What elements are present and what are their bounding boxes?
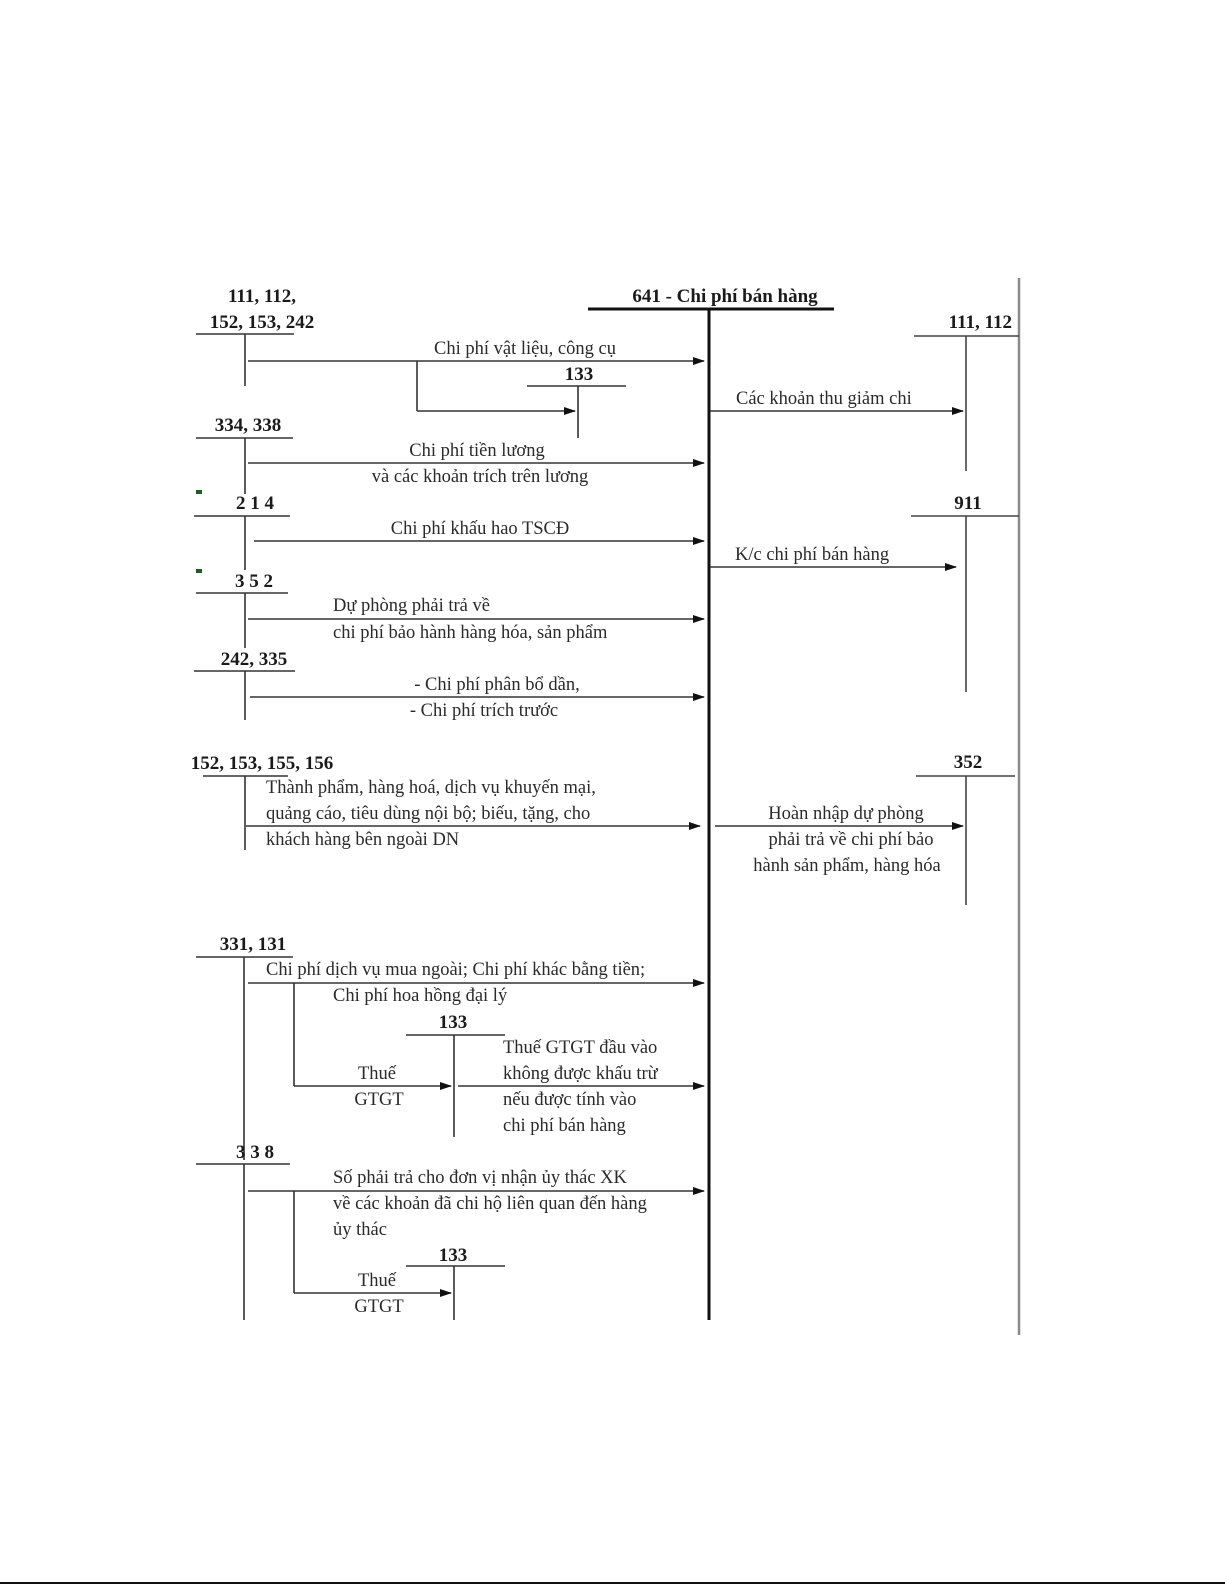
flow-label-vat-lieu: Chi phí vật liệu, công cụ [434, 339, 616, 359]
account-label-214: 2 1 4 [236, 493, 274, 514]
account-label-334-338: 334, 338 [214, 415, 282, 436]
flow-label-phan-bo-2: - Chi phí trích trước [409, 701, 559, 721]
flow-label-gtgt-4: chi phí bán hàng [503, 1116, 626, 1136]
flow-label-du-phong-2: chi phí bảo hành hàng hóa, sản phẩm [333, 623, 608, 643]
account-label-111-112: 111, 112, [227, 286, 297, 307]
account-label-152-156: 152, 153, 155, 156 [190, 753, 334, 774]
account-label-338: 3 3 8 [236, 1142, 274, 1163]
flow-label-tien-luong-1: Chi phí tiền lương [409, 441, 545, 461]
flow-label-thue-b1: Thuế [357, 1271, 397, 1291]
flow-label-thue-b2: GTGT [354, 1297, 404, 1317]
flow-label-gtgt-1: Thuế GTGT đầu vào [503, 1038, 658, 1058]
tick-mark-352 [196, 569, 202, 573]
flow-label-gtgt-3: nếu được tính vào [503, 1090, 637, 1110]
flow-label-thanh-pham-1: Thành phẩm, hàng hoá, dịch vụ khuyến mại… [266, 778, 596, 798]
flow-label-khau-hao: Chi phí khấu hao TSCĐ [390, 519, 570, 539]
flow-label-ket-chuyen: K/c chi phí bán hàng [735, 545, 890, 565]
flow-label-phan-bo-1: - Chi phí phân bổ dần, [414, 675, 580, 695]
account-label-911: 911 [954, 493, 982, 514]
account-label-111-112-right: 111, 112 [948, 312, 1012, 333]
flow-label-dich-vu-2: Chi phí hoa hồng đại lý [333, 986, 508, 1006]
account-label-242-335: 242, 335 [220, 649, 288, 670]
flow-label-uy-thac-1: Số phải trả cho đơn vị nhận ủy thác XK [333, 1168, 627, 1188]
flow-label-uy-thac-2: về các khoản đã chi hộ liên quan đến hàn… [333, 1194, 647, 1214]
tick-mark-214 [196, 490, 202, 494]
diagram-title: 641 - Chi phí bán hàng [632, 286, 818, 307]
flow-label-du-phong-1: Dự phòng phải trả về [333, 596, 490, 616]
account-label-352-right: 352 [953, 752, 983, 773]
account-label-152-153-242: 152, 153, 242 [209, 312, 315, 333]
account-label-133-mid: 133 [438, 1012, 468, 1033]
account-label-352-left: 3 5 2 [235, 571, 273, 592]
account-label-331-131: 331, 131 [219, 934, 287, 955]
flow-label-thue-2: GTGT [354, 1090, 404, 1110]
flow-label-uy-thac-3: ủy thác [333, 1220, 387, 1240]
flow-label-hoan-nhap-2: phải trả về chi phí bảo [768, 830, 934, 850]
flow-label-hoan-nhap-3: hành sản phẩm, hàng hóa [753, 856, 941, 876]
flow-label-thanh-pham-3: khách hàng bên ngoài DN [266, 830, 460, 850]
flow-label-dich-vu-1: Chi phí dịch vụ mua ngoài; Chi phí khác … [266, 960, 646, 980]
flow-label-thanh-pham-2: quảng cáo, tiêu dùng nội bộ; biếu, tặng,… [266, 804, 591, 824]
flow-label-thue-1: Thuế [357, 1064, 397, 1084]
flow-label-gtgt-2: không được khấu trừ [503, 1064, 658, 1084]
flow-label-tien-luong-2: và các khoản trích trên lương [371, 467, 589, 487]
account-label-133-bottom: 133 [438, 1245, 468, 1266]
account-label-133-top: 133 [564, 364, 594, 385]
flow-label-hoan-nhap-1: Hoàn nhập dự phòng [768, 804, 924, 824]
flow-label-thu-giam-chi: Các khoản thu giảm chi [736, 389, 912, 409]
